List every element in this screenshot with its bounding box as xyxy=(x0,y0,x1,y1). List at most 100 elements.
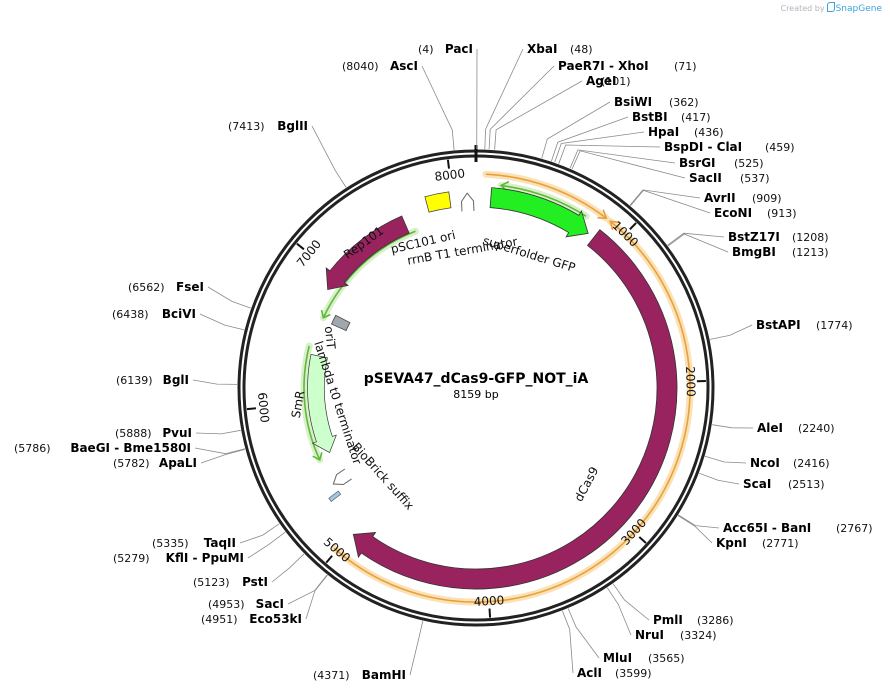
site-acc65i-bani[interactable]: Acc65I - BanI(2767) xyxy=(678,514,873,535)
site-name[interactable]: AscI xyxy=(390,59,418,73)
site-name[interactable]: SacII xyxy=(689,171,722,185)
site-name[interactable]: ScaI xyxy=(743,477,771,491)
site-name[interactable]: Eco53kI xyxy=(249,612,302,626)
site-pvui[interactable]: PvuI(5888) xyxy=(115,426,241,440)
site-position: (4) xyxy=(418,43,434,56)
site-name[interactable]: Acc65I - BanI xyxy=(723,521,811,535)
site-leader-line xyxy=(247,531,286,559)
site-kfli-ppumi[interactable]: KflI - PpuMI(5279) xyxy=(113,531,286,565)
site-bmgbi[interactable]: BmgBI (1213) xyxy=(667,233,829,259)
site-avrii[interactable]: AvrII(909) xyxy=(629,189,782,206)
site-mlui[interactable]: MluI(3565) xyxy=(567,608,685,666)
lambda-t0-terminator-symbol[interactable] xyxy=(330,468,352,489)
site-name[interactable]: HpaI xyxy=(648,125,679,139)
site-name[interactable]: AvrII xyxy=(704,191,736,205)
site-name[interactable]: EcoNI xyxy=(714,206,752,220)
site-name[interactable]: ApaLI xyxy=(159,456,197,470)
site-position: (4371) xyxy=(313,669,350,682)
site-name[interactable]: BglI xyxy=(163,373,189,387)
site-name[interactable]: BaeGI - Bme1580I xyxy=(70,441,191,455)
site-scai[interactable]: ScaI(2513) xyxy=(699,472,825,491)
site-name[interactable]: AleI xyxy=(757,421,783,435)
site-fsei[interactable]: FseI(6562) xyxy=(128,280,251,309)
site-pmli[interactable]: PmlI(3286) xyxy=(612,583,734,627)
site-position: (362) xyxy=(669,96,699,109)
psc101-ori-box[interactable] xyxy=(424,191,452,213)
site-ncoi[interactable]: NcoI(2416) xyxy=(704,455,830,470)
rrnb-t1-terminator-symbol[interactable] xyxy=(461,192,475,212)
site-name[interactable]: TaqII xyxy=(204,536,236,550)
site-bcivi[interactable]: BciVI(6438) xyxy=(112,307,245,331)
site-bgli[interactable]: BglI(6139) xyxy=(116,373,238,387)
site-bglii[interactable]: BglII(7413) xyxy=(228,119,347,188)
site-leader-line xyxy=(484,48,524,150)
rep101-feature[interactable] xyxy=(325,215,410,291)
site-name[interactable]: AclI xyxy=(577,666,602,680)
site-bamhi[interactable]: BamHI (4371) xyxy=(313,620,424,682)
site-hpai[interactable]: HpaI(436) xyxy=(554,125,724,163)
smr-feature[interactable] xyxy=(307,354,337,454)
site-name[interactable]: BciVI xyxy=(162,307,196,321)
site-name[interactable]: PvuI xyxy=(162,426,192,440)
site-apali[interactable]: ApaLI(5782) xyxy=(113,449,246,470)
site-bstbi[interactable]: BstBI(417) xyxy=(551,110,711,162)
site-leader-line xyxy=(712,424,754,429)
site-bspdi-clai[interactable]: BspDI - ClaI(459) xyxy=(558,140,795,164)
site-agei[interactable]: AgeI(101) xyxy=(494,74,631,150)
site-name[interactable]: FseI xyxy=(176,280,204,294)
site-name[interactable]: PmlI xyxy=(653,613,683,627)
site-name[interactable]: BsiWI xyxy=(614,95,652,109)
site-psti[interactable]: PstI(5123) xyxy=(193,553,305,589)
site-name[interactable]: BglII xyxy=(277,119,308,133)
dcas9-feature[interactable] xyxy=(352,229,678,590)
site-name[interactable]: AgeI xyxy=(586,74,616,88)
site-bsiwi[interactable]: BsiWI (362) xyxy=(541,95,699,159)
site-name[interactable]: BamHI xyxy=(362,668,406,682)
site-name[interactable]: NcoI xyxy=(750,456,780,470)
biobrick-suffix-marker[interactable] xyxy=(328,490,342,502)
site-leader-line xyxy=(271,553,305,583)
site-name[interactable]: PaeR7I - XhoI xyxy=(558,59,649,73)
tick-mark xyxy=(488,608,492,618)
site-taqii[interactable]: TaqII(5335) xyxy=(152,523,280,550)
site-name[interactable]: NruI xyxy=(635,628,664,642)
site-paci[interactable]: PacI (4) xyxy=(418,42,478,150)
site-eco53ki[interactable]: Eco53kI(4951) xyxy=(201,574,328,626)
site-bstapi[interactable]: BstAPI(1774) xyxy=(709,318,853,340)
site-paer7i-xhoi[interactable]: PaeR7I - XhoI(71) xyxy=(488,59,697,150)
site-name[interactable]: BspDI - ClaI xyxy=(664,140,742,154)
site-kpni[interactable]: KpnI(2771) xyxy=(677,515,799,550)
site-position: (3599) xyxy=(615,667,652,680)
site-name[interactable]: BstZ17I xyxy=(728,230,780,244)
dcas9-arrow[interactable] xyxy=(352,229,678,590)
site-name[interactable]: BstAPI xyxy=(756,318,801,332)
site-acli[interactable]: AclI (3599) xyxy=(562,610,652,680)
site-name[interactable]: BstBI xyxy=(632,110,668,124)
site-bstz17i[interactable]: BstZ17I(1208) xyxy=(667,230,829,246)
site-xbai[interactable]: XbaI(48) xyxy=(484,42,593,150)
site-leader-line xyxy=(677,515,713,544)
site-alei[interactable]: AleI(2240) xyxy=(712,421,835,435)
rep101-arrow[interactable] xyxy=(325,215,410,291)
superfolder-gfp-arrow[interactable] xyxy=(489,187,589,238)
site-name[interactable]: XbaI xyxy=(527,42,557,56)
site-nrui[interactable]: NruI(3324) xyxy=(606,587,717,642)
site-saci[interactable]: SacI(4953) xyxy=(208,574,328,611)
smr-arrow[interactable] xyxy=(307,354,337,454)
site-econi[interactable]: EcoNI(913) xyxy=(630,189,797,220)
site-baegi-bme1580i[interactable]: BaeGI - Bme1580I(5786) xyxy=(14,441,245,455)
site-sacii[interactable]: SacII(537) xyxy=(571,150,770,185)
site-name[interactable]: PacI xyxy=(445,42,473,56)
site-asci[interactable]: AscI(8040) xyxy=(342,59,455,151)
site-name[interactable]: KflI - PpuMI xyxy=(166,551,244,565)
site-name[interactable]: SacI xyxy=(256,597,284,611)
site-position: (1213) xyxy=(792,246,829,259)
site-name[interactable]: BsrGI xyxy=(679,156,716,170)
orit-box[interactable] xyxy=(330,314,351,332)
site-name[interactable]: BmgBI xyxy=(732,245,776,259)
site-name[interactable]: MluI xyxy=(603,651,632,665)
site-name[interactable]: PstI xyxy=(242,575,268,589)
site-bsrgi[interactable]: BsrGI(525) xyxy=(569,149,764,170)
site-name[interactable]: KpnI xyxy=(716,536,747,550)
superfolder-gfp-feature[interactable] xyxy=(489,187,589,238)
